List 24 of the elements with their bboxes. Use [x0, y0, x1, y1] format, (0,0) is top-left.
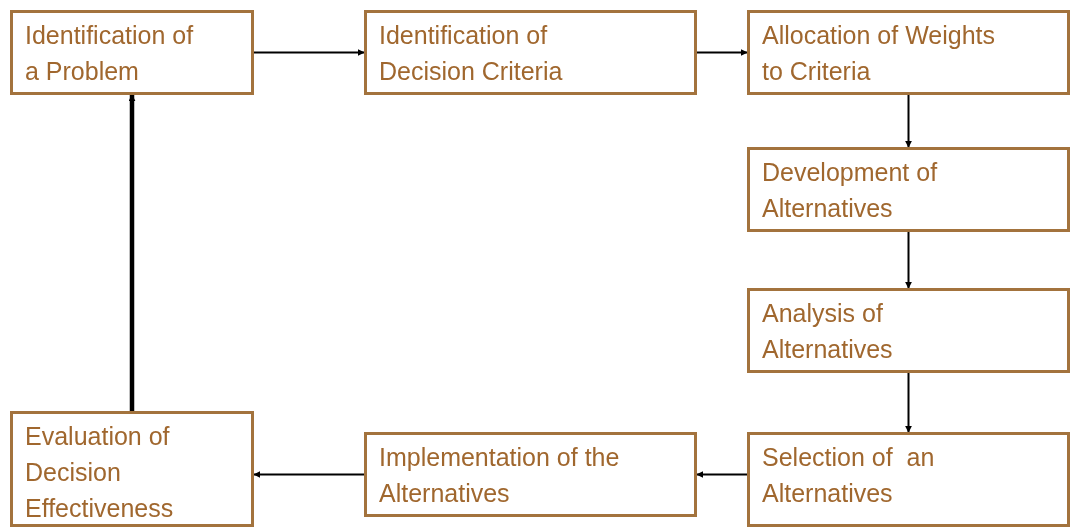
- arrow: [128, 94, 136, 411]
- step-label: Selection of an Alternatives: [762, 442, 936, 509]
- step-label: Identification of a Problem: [25, 20, 195, 87]
- step-label: Implementation of the Alternatives: [379, 442, 621, 509]
- arrow: [905, 372, 912, 433]
- process-box: [10, 10, 254, 95]
- process-box: [364, 432, 697, 517]
- process-box: [747, 432, 1070, 527]
- process-box: [747, 288, 1070, 373]
- step-label: Evaluation of Decision Effectiveness: [25, 421, 175, 524]
- arrow: [905, 231, 912, 289]
- arrow: [253, 471, 365, 478]
- arrow: [696, 49, 748, 56]
- process-box: [364, 10, 697, 95]
- step-label: Development of Alternatives: [762, 157, 939, 224]
- process-box: [10, 411, 254, 527]
- arrow: [905, 94, 912, 148]
- process-box: [747, 10, 1070, 95]
- step-label: Allocation of Weights to Criteria: [762, 20, 996, 87]
- arrow: [253, 49, 365, 56]
- process-box: [747, 147, 1070, 232]
- step-label: Identification of Decision Criteria: [379, 20, 564, 87]
- step-label: Analysis of Alternatives: [762, 298, 894, 365]
- arrow: [696, 471, 748, 478]
